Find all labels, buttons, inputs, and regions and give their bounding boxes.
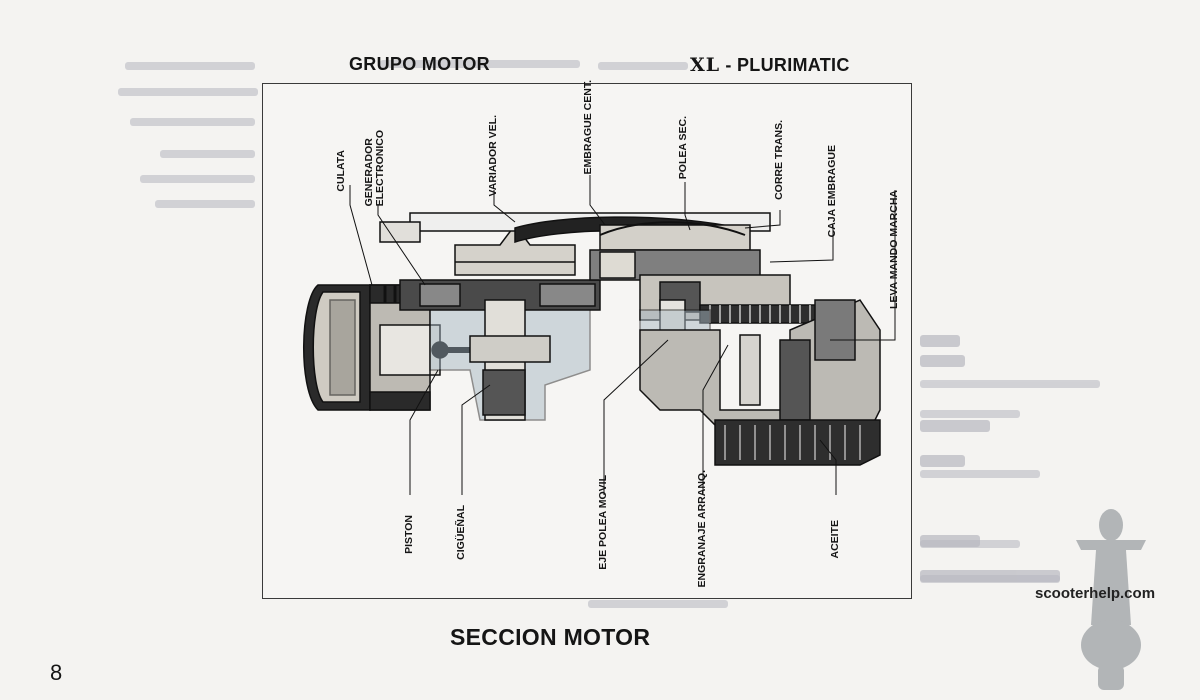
- scooter-logo-icon: [1076, 509, 1146, 690]
- label-aceite: ACEITE: [829, 520, 841, 559]
- label-culata: CULATA: [335, 150, 347, 192]
- label-caja-embrague: CAJA EMBRAGUE: [826, 145, 838, 238]
- oil-sump: [714, 419, 881, 466]
- label-corre-trans: CORRE TRANS.: [773, 120, 785, 200]
- page-number: 8: [50, 660, 63, 685]
- label-embrague-cent: EMBRAGUE CENT.: [582, 80, 594, 175]
- watermark-text: scooterhelp.com: [1035, 585, 1156, 602]
- leader-lines: [349, 175, 896, 495]
- group-title: GRUPO MOTOR: [349, 54, 490, 74]
- label-variador: VARIADOR VEL.: [487, 115, 499, 197]
- label-leva-mando: LEVA MANDO MARCHA: [888, 190, 900, 309]
- label-eje-polea: EJE POLEA MOVIL: [597, 475, 609, 570]
- section-caption: SECCION MOTOR: [450, 624, 651, 650]
- label-polea-sec: POLEA SEC.: [677, 116, 689, 180]
- label-generador-line2: ELECTRONICO: [374, 130, 386, 207]
- model-name: - PLURIMATIC: [720, 55, 850, 75]
- model-brand: XL: [690, 54, 721, 76]
- label-piston: PISTON: [403, 515, 415, 554]
- label-ciguenal: CIGÜEÑAL: [455, 505, 467, 560]
- model-title: XL - PLURIMATIC: [690, 54, 850, 76]
- label-engranaje: ENGRANAJE ARRANQ.: [696, 470, 708, 588]
